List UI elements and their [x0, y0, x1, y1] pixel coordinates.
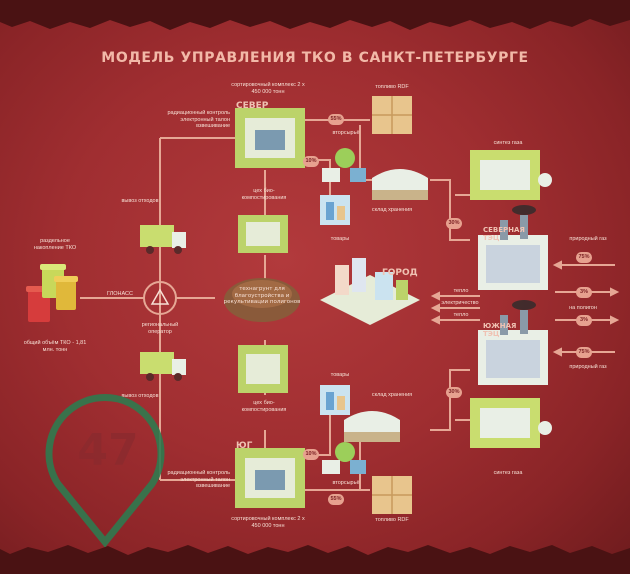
city-label: ГОРОД	[382, 268, 418, 278]
regional-operator-icon	[143, 281, 177, 315]
rdf-bales-north-icon	[372, 96, 412, 134]
north-bio-label: цех био-компостирования	[241, 188, 287, 201]
south-control-label: радиационный контроль электронный талон …	[167, 470, 230, 489]
south-goods-label: товары	[330, 372, 350, 378]
pct-natural-gas-bottom: 75%	[576, 347, 592, 358]
channel-logo-number: 47	[77, 425, 139, 476]
north-storage-label: склад хранения	[371, 207, 413, 213]
north-pct-rdf: 55%	[328, 114, 344, 125]
channel-logo-icon	[45, 394, 165, 547]
recyclables-north-icon	[322, 148, 366, 182]
garbage-truck-bottom-icon	[140, 352, 186, 381]
total-volume-label: общий объём ТКО - 1,81 млн. тонн	[23, 340, 87, 353]
removal-top-label: вывоз отходов	[121, 198, 159, 204]
south-tec-icon	[478, 300, 548, 385]
natural-gas-top-label: природный газ	[569, 236, 607, 242]
storage-north-icon	[372, 169, 428, 200]
pct-natural-gas-top: 75%	[576, 252, 592, 263]
bio-composting-north-icon	[238, 215, 288, 253]
south-rdf-label: топливо RDF	[375, 517, 409, 523]
separate-collection-label: раздельное накопление ТКО	[33, 238, 77, 251]
bio-composting-south-icon	[238, 345, 288, 393]
synthesis-gas-top-label: синтез газа	[493, 140, 523, 146]
regional-operator-label: региональный оператор	[141, 322, 179, 335]
south-tec-label: ЮЖНАЯ ТЭЦ	[483, 322, 517, 338]
pct-landfill-a: 3%	[576, 287, 592, 298]
north-secondary-label: вторсырьё	[332, 130, 360, 136]
natural-gas-bottom-label: природный газ	[569, 364, 607, 370]
south-region-label: ЮГ	[236, 441, 253, 451]
city-icon	[320, 258, 420, 325]
electricity-label: электричество	[441, 300, 479, 306]
south-secondary-label: вторсырьё	[332, 480, 360, 486]
removal-bottom-label: вывоз отходов	[121, 393, 159, 399]
waste-bins-icon	[26, 264, 78, 322]
glonass-label: ГЛОНАСС	[106, 291, 134, 297]
north-complex-label: сортировочный комплекс 2 х 450 000 тонн	[231, 82, 305, 95]
north-region-label: СЕВЕР	[236, 101, 269, 111]
sorting-complex-north-icon	[235, 108, 305, 168]
rdf-bales-south-icon	[372, 476, 412, 514]
torn-edge-bottom	[0, 545, 630, 574]
synthesis-gas-plant-bottom-icon	[470, 398, 552, 448]
pct-synthesis-bottom: 30%	[446, 387, 462, 398]
sorting-complex-south-icon	[235, 448, 305, 508]
goods-south-icon	[320, 385, 350, 415]
goods-north-icon	[320, 195, 350, 225]
north-pct-secondary: 10%	[303, 156, 319, 167]
torn-edge-top	[0, 0, 630, 30]
north-goods-label: товары	[330, 236, 350, 242]
heat-bottom-label: тепло	[453, 312, 469, 318]
page-title: МОДЕЛЬ УПРАВЛЕНИЯ ТКО В САНКТ-ПЕТЕРБУРГЕ	[101, 50, 529, 66]
south-bio-label: цех био-компостирования	[241, 400, 287, 413]
recyclables-south-icon	[322, 442, 366, 474]
storage-south-icon	[344, 411, 400, 442]
synthesis-gas-plant-top-icon	[470, 150, 552, 200]
south-pct-secondary: 10%	[303, 449, 319, 460]
compost-label: технагрунт для благоустройства и рекульт…	[223, 286, 301, 305]
garbage-truck-top-icon	[140, 225, 186, 254]
north-control-label: радиационный контроль электронный талон …	[167, 110, 230, 129]
north-tec-icon	[478, 205, 548, 290]
landfill-label: на полигон	[569, 305, 597, 311]
north-tec-label: СЕВЕРНАЯ ТЭЦ	[483, 226, 525, 242]
heat-top-label: тепло	[453, 288, 469, 294]
south-storage-label: склад хранения	[371, 392, 413, 398]
north-rdf-label: топливо RDF	[375, 84, 409, 90]
south-complex-label: сортировочный комплекс 2 х 450 000 тонн	[231, 516, 305, 529]
pct-landfill-b: 3%	[576, 315, 592, 326]
south-pct-rdf: 55%	[328, 494, 344, 505]
pct-synthesis-top: 30%	[446, 218, 462, 229]
synthesis-gas-bottom-label: синтез газа	[493, 470, 523, 476]
compost-pile-icon	[224, 278, 300, 322]
